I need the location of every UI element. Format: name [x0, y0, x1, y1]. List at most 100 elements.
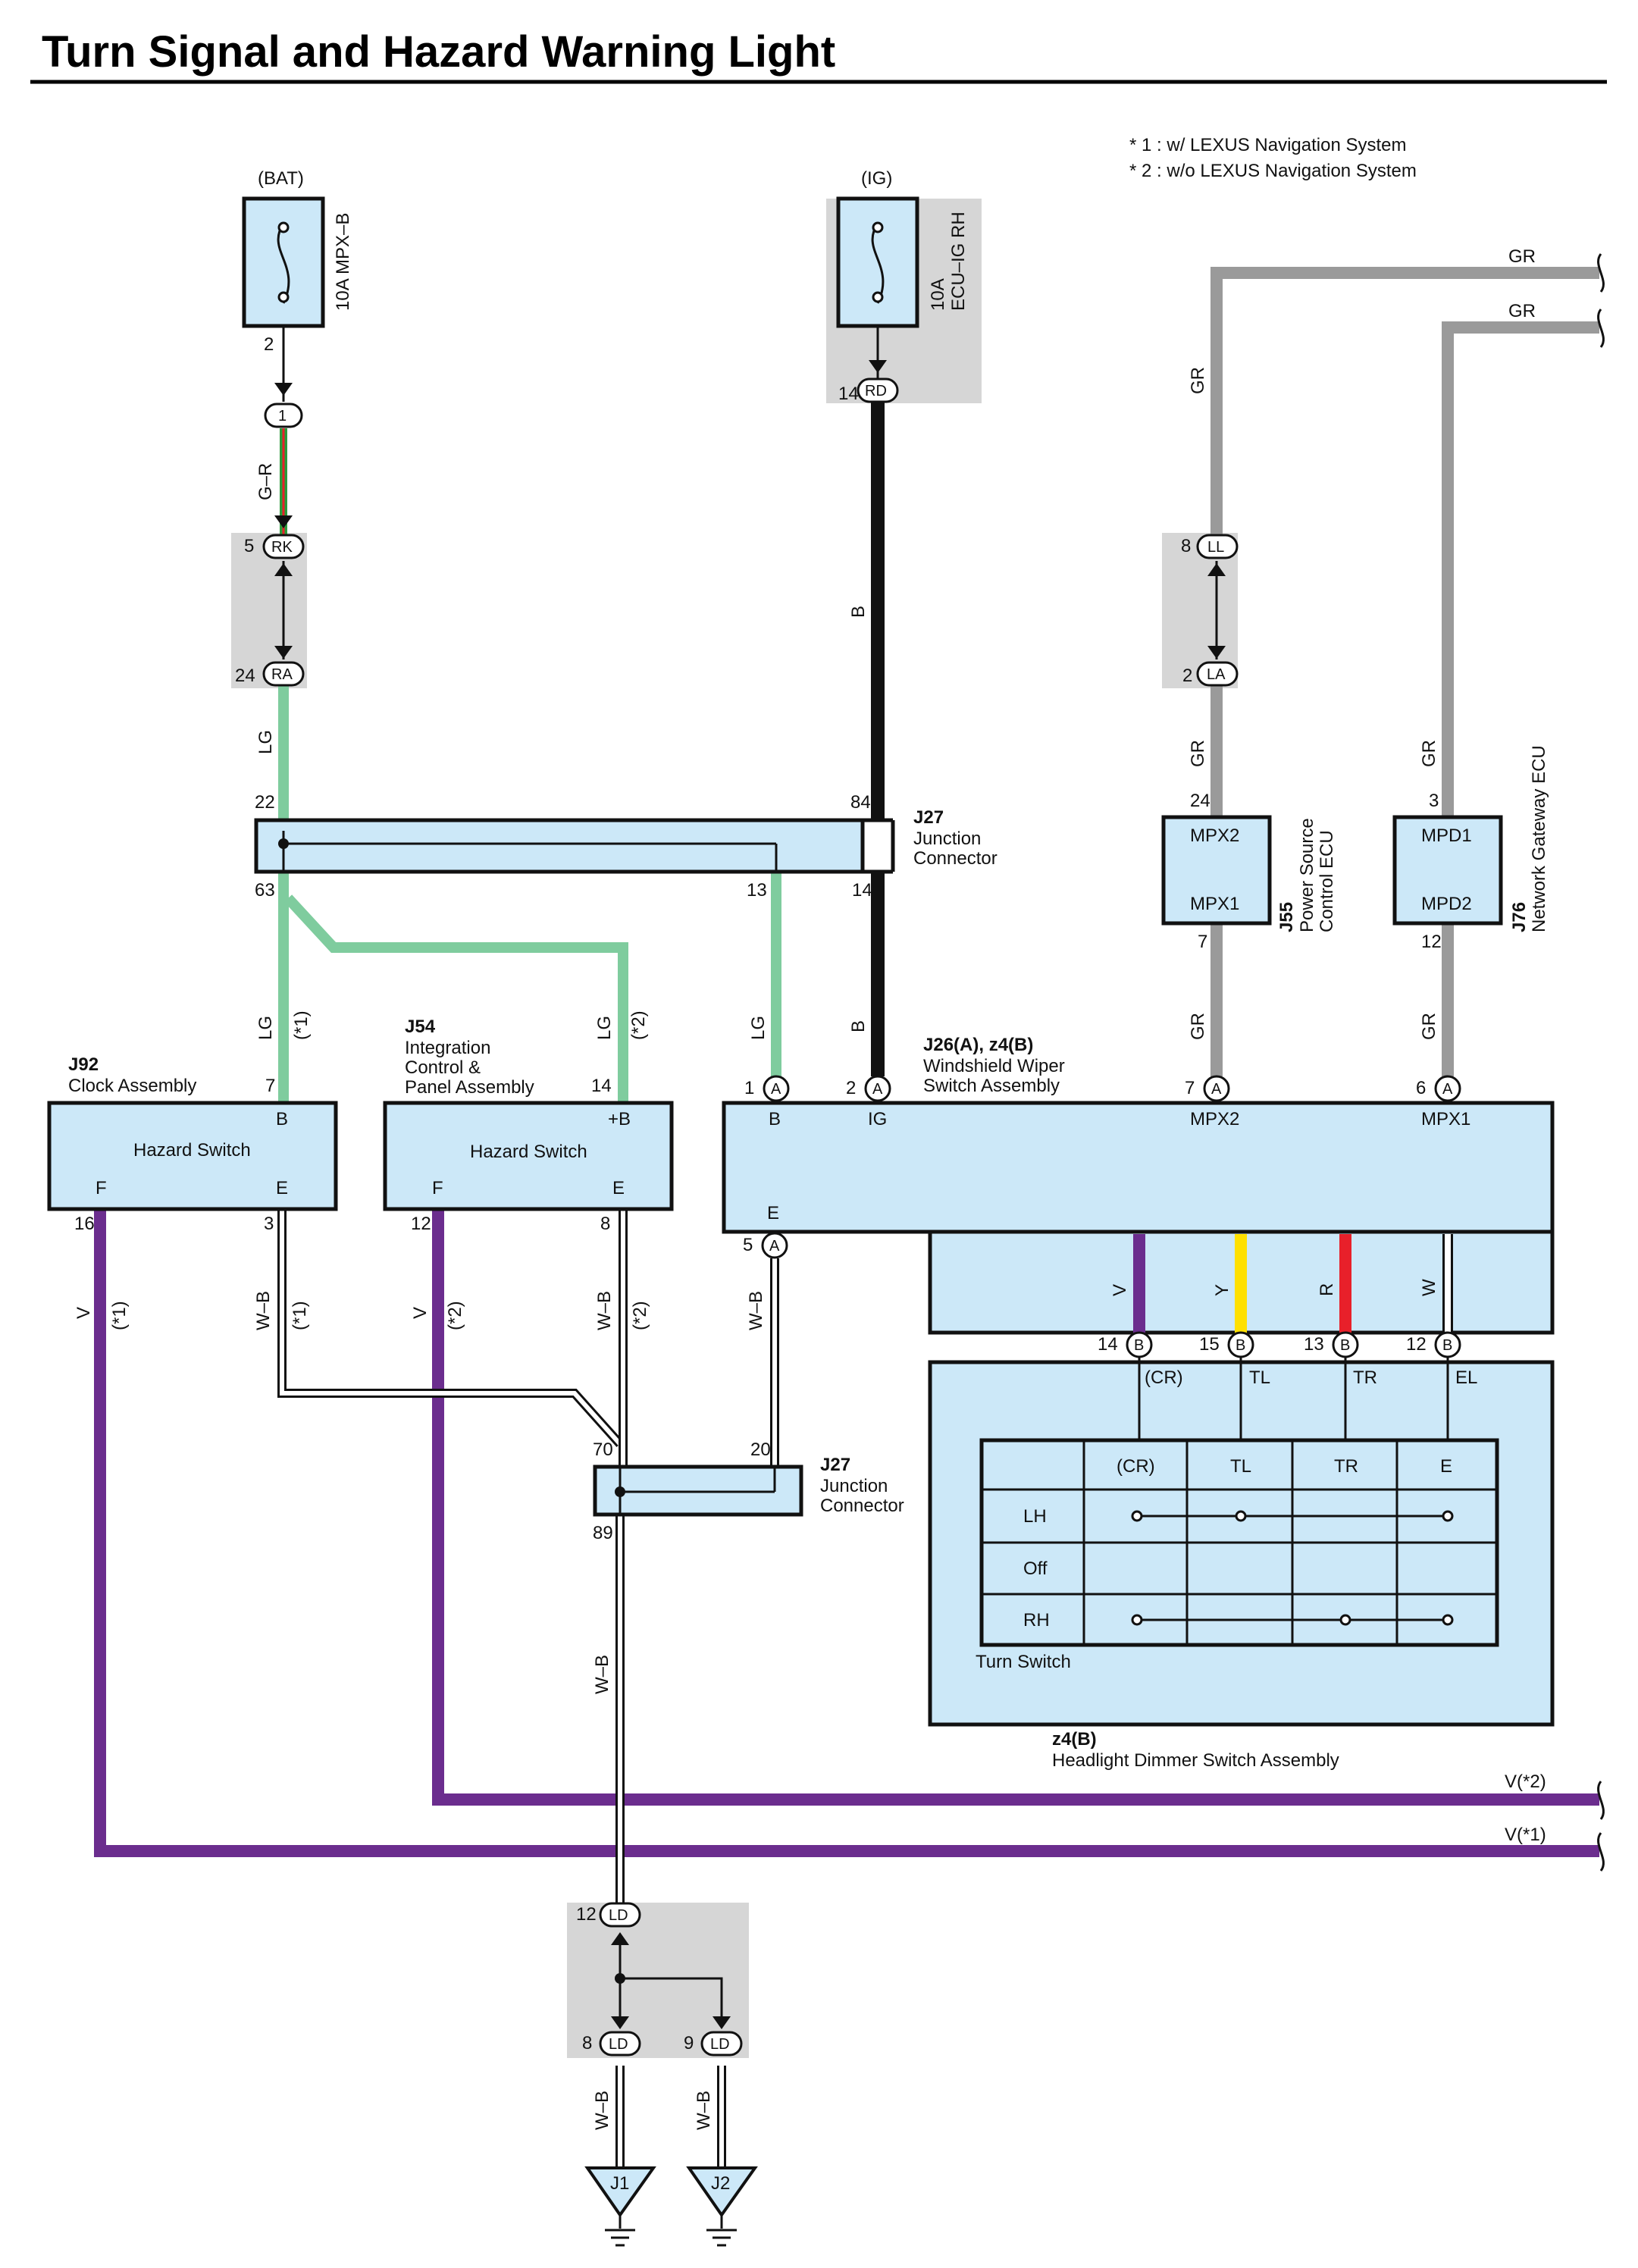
label-v-star1: (*1) [109, 1301, 130, 1330]
ld-splice-dot [615, 1973, 625, 1984]
svg-text:E: E [612, 1178, 625, 1198]
svg-text:E: E [767, 1203, 779, 1223]
label-v-star2: (*2) [445, 1301, 465, 1330]
connector-rk: 5 RK [244, 515, 305, 576]
label-wb-5: W–B [592, 2091, 612, 2130]
svg-text:RH: RH [1023, 1610, 1050, 1631]
svg-text:13: 13 [747, 880, 767, 901]
svg-text:LL: LL [1207, 539, 1224, 556]
svg-text:E: E [276, 1178, 288, 1198]
svg-text:Hazard Switch: Hazard Switch [133, 1140, 251, 1161]
svg-text:12: 12 [1421, 932, 1442, 952]
svg-text:F: F [96, 1178, 107, 1198]
svg-text:A: A [1442, 1081, 1453, 1098]
svg-text:2: 2 [1182, 666, 1192, 686]
svg-text:TL: TL [1249, 1367, 1270, 1388]
svg-text:20: 20 [750, 1439, 771, 1460]
label-lg-4: LG [748, 1016, 769, 1040]
svg-text:B: B [769, 1109, 781, 1129]
label-wb-2: W–B [594, 1291, 615, 1330]
svg-text:A: A [1211, 1081, 1222, 1098]
ig-fuse-icon [871, 223, 885, 304]
svg-text:Hazard Switch: Hazard Switch [470, 1142, 587, 1162]
j26-connector-pins: 1 A 2 A 7 A 6 A 5 A 14 B 15 B 13 B 12 B [743, 1075, 1461, 1358]
svg-text:7: 7 [1198, 932, 1207, 952]
svg-text:MPX1: MPX1 [1421, 1109, 1470, 1129]
svg-text:LD: LD [609, 2036, 628, 2053]
svg-text:+B: +B [608, 1109, 631, 1129]
wire-gr-top-1 [1210, 267, 1599, 534]
svg-text:RD: RD [865, 383, 887, 399]
svg-text:7: 7 [1185, 1078, 1195, 1098]
svg-text:Y: Y [1212, 1284, 1232, 1296]
svg-text:8: 8 [600, 1214, 610, 1234]
j76-network-gateway-ecu: 3 MPD1 MPD2 12 J76 Network Gateway ECU [1392, 745, 1549, 952]
svg-text:MPX2: MPX2 [1190, 1109, 1239, 1129]
label-wb-1: W–B [253, 1291, 274, 1330]
svg-text:Panel Assembly: Panel Assembly [405, 1077, 534, 1098]
ground-j1: J1 [584, 2166, 656, 2247]
svg-text:J2: J2 [711, 2173, 730, 2194]
label-b-1: B [848, 606, 869, 618]
svg-text:89: 89 [593, 1523, 613, 1543]
svg-text:24: 24 [1190, 791, 1210, 811]
svg-text:LD: LD [609, 1907, 628, 1924]
wave-end-1 [1597, 253, 1605, 293]
label-v-2: V [410, 1307, 431, 1319]
svg-text:Connector: Connector [913, 848, 998, 869]
svg-text:13: 13 [1304, 1334, 1324, 1355]
svg-text:12: 12 [1406, 1334, 1427, 1355]
wave-end-4 [1597, 1832, 1605, 1872]
z4-headlight-dimmer-switch: (CR) TL TR EL (CR) TL TR E LH Off RH Tur… [928, 1357, 1555, 1727]
svg-text:12: 12 [576, 1904, 597, 1925]
svg-text:J54: J54 [405, 1017, 436, 1037]
svg-text:LH: LH [1023, 1506, 1047, 1527]
bat-fuse-name: 10A MPX–B [333, 213, 353, 311]
svg-text:16: 16 [74, 1214, 95, 1234]
svg-text:LD: LD [710, 2036, 730, 2053]
svg-text:RK: RK [271, 539, 293, 556]
ig-fuse-name1: 10A [928, 278, 948, 311]
label-wb-4: W–B [592, 1655, 612, 1694]
svg-text:Windshield Wiper: Windshield Wiper [923, 1056, 1065, 1076]
svg-text:70: 70 [593, 1439, 613, 1460]
svg-text:84: 84 [850, 792, 871, 813]
svg-text:1: 1 [278, 408, 287, 424]
label-wb-6: W–B [694, 2091, 714, 2130]
svg-text:Control ECU: Control ECU [1317, 830, 1337, 932]
svg-text:14: 14 [852, 880, 872, 901]
label-gray-4: GR [1188, 1013, 1208, 1040]
svg-text:W: W [1419, 1279, 1439, 1296]
svg-text:(CR): (CR) [1117, 1456, 1155, 1477]
ig-fuse-name2: ECU–IG RH [948, 211, 969, 311]
svg-text:TR: TR [1353, 1367, 1377, 1388]
svg-text:63: 63 [255, 880, 275, 901]
svg-text:12: 12 [411, 1214, 431, 1234]
svg-text:8: 8 [582, 2033, 592, 2053]
svg-text:Off: Off [1023, 1558, 1048, 1579]
connector-ra: 24 RA [235, 646, 305, 687]
svg-text:A: A [872, 1081, 883, 1098]
connector-ll: 8 LL [1181, 534, 1239, 576]
svg-text:Turn Switch: Turn Switch [976, 1652, 1071, 1672]
svg-text:MPX1: MPX1 [1190, 894, 1239, 914]
svg-text:7: 7 [265, 1076, 275, 1096]
ground-j2: J2 [686, 2166, 758, 2247]
connector-1: 1 [264, 383, 303, 428]
wire-v-star1 [94, 1209, 1599, 1857]
j27-bottom-junction: 70 20 89 J27 Junction Connector [593, 1439, 904, 1543]
label-wb-3: W–B [746, 1291, 766, 1330]
label-gray-3: GR [1419, 740, 1439, 767]
svg-text:V: V [1110, 1284, 1130, 1296]
svg-text:A: A [771, 1081, 781, 1098]
svg-text:TL: TL [1230, 1456, 1251, 1477]
label-v-1: V [74, 1307, 94, 1319]
svg-text:J1: J1 [610, 2173, 629, 2194]
svg-text:3: 3 [264, 1214, 274, 1234]
label-v-star1-right: V(*1) [1505, 1825, 1546, 1845]
svg-text:Junction: Junction [820, 1476, 888, 1496]
svg-text:8: 8 [1181, 536, 1191, 556]
label-gray-top2: GR [1508, 301, 1536, 321]
svg-text:Network Gateway ECU: Network Gateway ECU [1529, 745, 1549, 932]
svg-text:E: E [1440, 1456, 1452, 1477]
